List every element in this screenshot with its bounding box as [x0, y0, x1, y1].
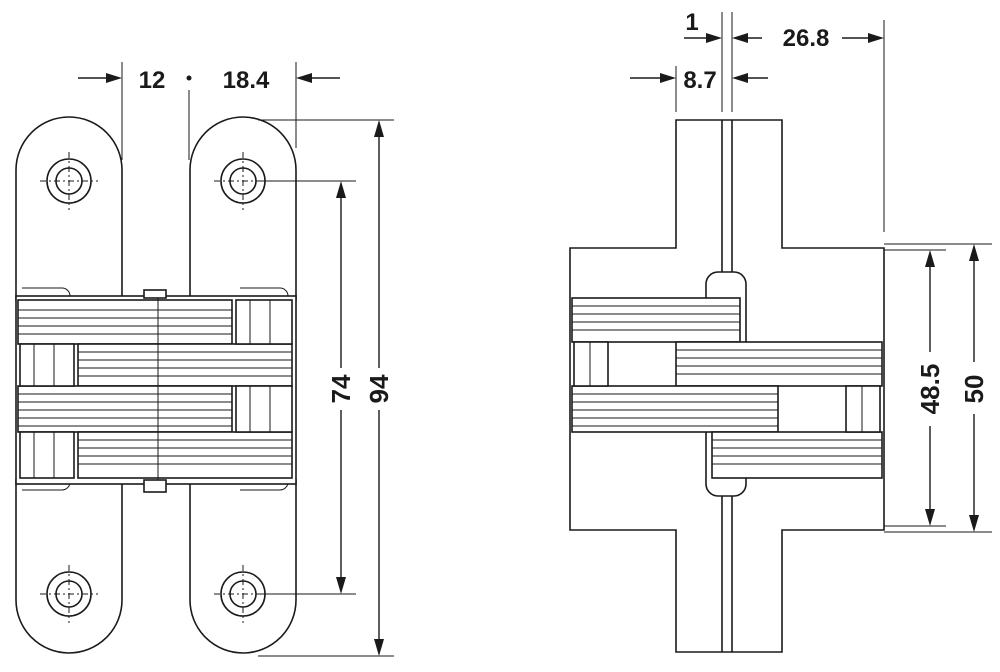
dimension-12: 12	[78, 62, 165, 160]
screw-hole-top-right	[214, 152, 272, 210]
center-tab	[143, 289, 167, 299]
side-pin	[573, 341, 609, 387]
notch-line	[240, 287, 289, 297]
dimension-1: 1	[684, 9, 733, 112]
screw-hole-top-left	[40, 152, 98, 210]
screw-hole-bottom-left	[40, 565, 98, 623]
dim-26-8-label: 26.8	[783, 25, 830, 52]
lower-link	[77, 431, 293, 479]
upper-link	[77, 343, 293, 387]
dim-18-4-label: 18.4	[223, 67, 270, 94]
dim-8-7-label: 8.7	[683, 67, 716, 94]
side-view: 1 26.8 8.7 48.5	[569, 9, 992, 653]
dim-74-label: 74	[326, 374, 356, 403]
front-view: 12 18.4 74 94	[15, 62, 394, 657]
pin-block	[19, 431, 75, 479]
side-fin-lower	[711, 431, 883, 479]
middle-link	[17, 385, 233, 433]
pin-block	[235, 385, 293, 433]
side-fin-upper	[571, 297, 741, 343]
top-fin-block	[17, 299, 233, 345]
side-fin-upper-right	[675, 341, 883, 387]
dim-1-label: 1	[685, 9, 698, 36]
side-fin-middle	[571, 385, 779, 433]
center-tab	[143, 479, 167, 493]
pin-block	[19, 343, 75, 387]
dimension-50: 50	[884, 243, 992, 533]
dim-12-label: 12	[139, 67, 166, 94]
dimension-74: 74	[258, 180, 356, 595]
dimension-18-4: 18.4	[223, 62, 340, 148]
dim-94-label: 94	[364, 374, 394, 403]
dimension-26-8: 26.8	[732, 20, 885, 232]
pin-block	[235, 299, 293, 345]
dimension-8-7: 8.7	[630, 66, 768, 112]
dimension-94: 94	[258, 119, 394, 657]
side-pin	[845, 385, 881, 433]
notch-line	[22, 287, 71, 297]
dim-50-label: 50	[959, 375, 989, 404]
dim-48-5-label: 48.5	[915, 364, 945, 415]
dimension-48-5: 48.5	[884, 249, 946, 527]
center-dot	[186, 75, 192, 81]
